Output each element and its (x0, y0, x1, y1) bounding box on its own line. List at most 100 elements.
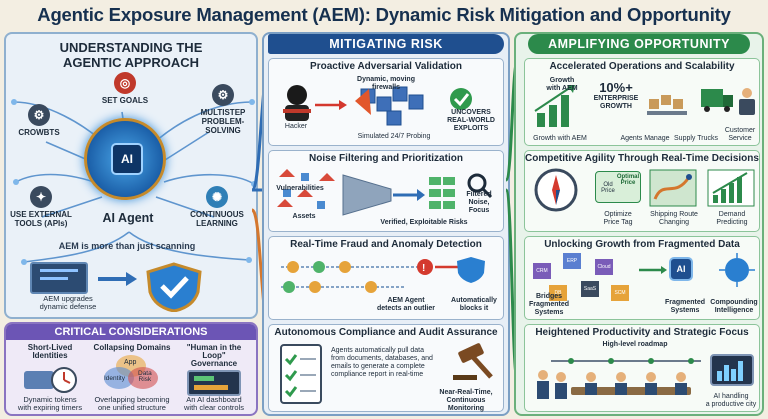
set-goals-label: SET GOALS (101, 96, 149, 105)
compliance-card: Autonomous Compliance and Audit Assuranc… (268, 324, 504, 412)
handling-line-1: AI handling (713, 393, 749, 400)
data-cubes: CRM ERP Cloud DB SaaS SCM (533, 253, 633, 305)
fraud-detection-card: Real-Time Fraud and Anomaly Detection ! … (268, 236, 504, 320)
bridges-line-3: Systems (534, 309, 564, 316)
gavel-icon (453, 343, 493, 380)
data-cube: ERP (563, 253, 581, 269)
crowbts-label: CROWBTS (18, 128, 60, 137)
dynamic-line-2: firewalls (371, 84, 400, 91)
agility-title: Competitive Agility Through Real-Time De… (525, 153, 759, 164)
compass-icon (534, 168, 578, 212)
operations-card: Accelerated Operations and Scalability G… (524, 58, 760, 146)
upgrade-line-2: dynamic defense (39, 302, 97, 311)
uncovers-line-3: EXPLOITS (453, 125, 489, 132)
fraud-detection-title: Real-Time Fraud and Anomaly Detection (290, 239, 482, 250)
c3-cap-2: with clear controls (183, 403, 245, 412)
body-line-4: compliance report in real-time (331, 371, 424, 378)
handling-line-2: a productive city (705, 401, 757, 408)
noise-filtering-card: Noise Filtering and Prioritization Vulne… (268, 150, 504, 232)
body-line-1: Agents automatically pull data (331, 347, 424, 354)
proactive-validation-card: Proactive Adversarial Validation Dynamic… (268, 58, 504, 146)
growth-line-2: with AEM (546, 85, 578, 92)
old-line-2: Price (601, 188, 615, 194)
c2-title: Collapsing Domains (93, 343, 171, 352)
laptop-icon (30, 262, 88, 294)
c3-title: "Human in the Loop"Governance (174, 344, 254, 368)
route-line-2: Changing (659, 219, 689, 226)
node-external-tools: ✦ USE EXTERNAL TOOLS (APIs) (8, 186, 74, 228)
enterprise-line-2: GROWTH (600, 103, 632, 110)
c3-title-1: "Human in the Loop" (186, 343, 242, 360)
proactive-validation-title: Proactive Adversarial Validation (310, 61, 462, 72)
continuous-monitoring-label: Near-Real-Time,Continuous Monitoring (429, 389, 503, 413)
uncovers-line-1: UNCOVERS (451, 109, 491, 116)
productivity-title: Heightened Productivity and Strategic Fo… (535, 327, 749, 338)
heading-line-1: UNDERSTANDING THE (59, 40, 203, 55)
checklist-icon (280, 344, 322, 404)
route-line-1: Shipping Route (650, 211, 698, 218)
shield-icon (146, 262, 202, 312)
venn-risk-label: Risk (138, 376, 152, 383)
demand-line-2: Predicting (716, 219, 748, 226)
c3-cap-1: An AI dashboard (186, 395, 242, 404)
filtered-line-2: Noise, (468, 199, 490, 206)
cap-trucks: Supply Trucks (674, 135, 718, 142)
body-line-2: from documents, databases, and (331, 355, 433, 362)
critical-considerations-panel: CRITICAL CONSIDERATIONS Short-Lived Iden… (4, 322, 258, 416)
roadmap-label: High-level roadmap (602, 341, 668, 348)
blocks-line-1: Automatically (451, 297, 497, 304)
data-cube: SaaS (581, 281, 599, 297)
verified-risks-label: Verified, Exploitable Risks (380, 219, 468, 226)
agent-line-2: detects an outlier (377, 305, 435, 312)
demand-line-1: Demand (718, 211, 746, 218)
near-line-1: Near-Real-Time, (439, 389, 493, 396)
old-line-1: Old (603, 182, 613, 188)
filtered-line-3: Focus (468, 207, 490, 214)
aem-upgrades-label: AEM upgrades dynamic defense (18, 295, 118, 311)
venn-app-label: App (124, 359, 137, 366)
data-cube: SCM (611, 285, 629, 301)
service-line-1: Customer (724, 127, 756, 134)
svg-text:!: ! (422, 263, 425, 274)
enterprise-line-1: ENTERPRISE (593, 95, 639, 102)
filtered-line-1: Filtered (466, 191, 492, 198)
growth-chart-icon (534, 85, 575, 127)
fragmented-data-card: Unlocking Growth from Fragmented Data CR… (524, 236, 760, 320)
multistep-label-2: PROBLEM- (201, 117, 245, 126)
heading-line-2: AGENTIC APPROACH (62, 55, 200, 70)
transaction-stream-illustration: ! (281, 257, 485, 293)
c1-title: Short-Lived Identities (27, 343, 73, 360)
target-icon: ◎ (114, 72, 136, 94)
compliance-body: Agents automatically pull data from docu… (331, 347, 443, 379)
brain-icon: ✺ (206, 186, 228, 208)
c1-cap-1: Dynamic tokens (23, 395, 77, 404)
brain-network-icon (719, 253, 755, 287)
ai-agent-hub: AI (84, 118, 166, 200)
opt-line-1: Optimal (616, 174, 640, 180)
data-cube: Cloud (595, 259, 613, 275)
ai-chip-icon: AI (669, 257, 693, 281)
multistep-label-3: SOLVING (205, 126, 241, 135)
node-set-goals: ◎ SET GOALS (100, 72, 150, 105)
node-multistep: ⚙ MULTISTEP PROBLEM- SOLVING (194, 84, 252, 135)
node-crowbts: ⚙ CROWBTS (14, 104, 64, 137)
agent-line-1: AEM Agent (387, 297, 425, 304)
wrench-icon: ✦ (30, 186, 52, 208)
frag-line-2: Systems (670, 307, 700, 314)
upgrade-arrow-icon (98, 272, 137, 286)
